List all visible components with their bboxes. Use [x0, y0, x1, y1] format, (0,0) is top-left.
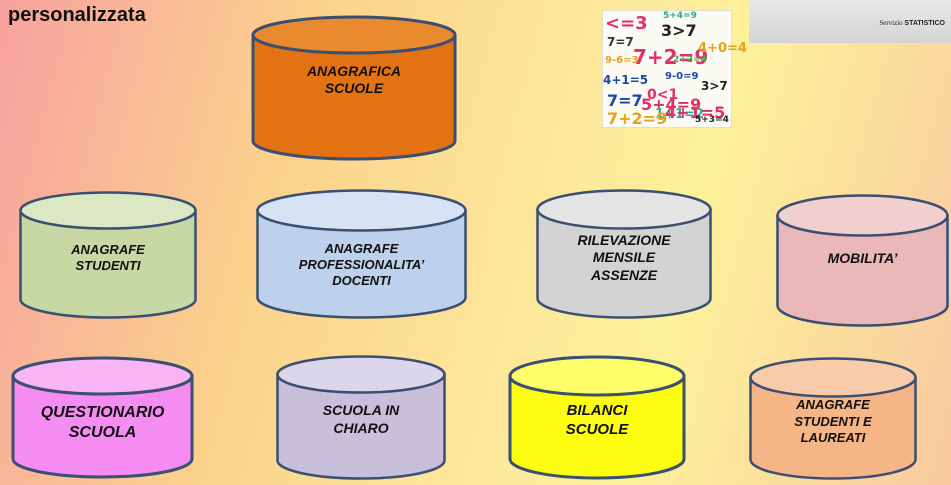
cylinder-body [749, 376, 917, 480]
cylinder-shape [11, 356, 194, 479]
cylinder-top [776, 194, 949, 237]
service-logo: Servizio STATISTICO [749, 0, 951, 43]
math-expression: 4+1=5 [665, 103, 726, 122]
cylinder-body [508, 374, 686, 480]
math-expression: 3>7 [701, 79, 728, 93]
cylinder-top [536, 189, 712, 230]
database-label-line: STUDENTI [75, 258, 141, 274]
database-label-line: PROFESSIONALITA’ [298, 257, 425, 273]
math-expression: 7=7 [607, 35, 634, 49]
database-mobilita: MOBILITA’ [775, 193, 950, 328]
logo-prefix: Servizio [879, 19, 903, 27]
math-expression: 5+4=9 [641, 95, 702, 114]
database-label-line: MOBILITA’ [827, 249, 898, 266]
cylinder-shape [276, 355, 446, 480]
cylinder-body [256, 209, 467, 319]
math-expression: <=3 [605, 13, 648, 34]
database-label-line: SCUOLA IN [322, 402, 400, 419]
database-label-line: MENSILE [592, 249, 656, 266]
math-expression: 2+2=4 [673, 55, 707, 65]
database-questionario-scuola: QUESTIONARIO SCUOLA [10, 355, 195, 480]
cylinder-shape [776, 194, 949, 327]
logo-name: STATISTICO [904, 20, 945, 27]
logo-text: Servizio STATISTICO [879, 19, 945, 27]
math-expression: 7+2=9 [607, 109, 668, 128]
database-label-line: SCUOLA [68, 423, 137, 441]
math-expression: 7+2=9 [633, 45, 709, 69]
math-expression: 4+0=4 [698, 41, 747, 56]
database-label-line: SCUOLE [324, 80, 384, 97]
cylinder-top [749, 357, 917, 398]
math-expression: 3>7 [661, 21, 697, 40]
math-expression: 4+1=5 [603, 73, 649, 87]
math-expression: 9-0=9 [665, 71, 699, 82]
cylinder-body [776, 214, 949, 327]
math-expression: 0<1 [647, 87, 679, 103]
math-expression: 1+1=2 [655, 107, 704, 122]
cylinder-top [508, 355, 686, 397]
cylinder-shape [256, 189, 467, 319]
cylinder-top [19, 191, 197, 230]
database-label-line: BILANCI [566, 402, 628, 420]
database-label-line: ASSENZE [590, 266, 658, 283]
math-expression: 7=7 [607, 91, 643, 110]
database-label-line: CHIARO [333, 419, 389, 436]
cylinder-body [11, 374, 194, 479]
database-label-line: STUDENTI E [794, 413, 872, 429]
math-expression: 9-6=3 [605, 55, 639, 66]
cylinder-shape [508, 355, 686, 480]
database-label-line: ANAGRAFICA [306, 62, 402, 79]
cylinder-shape [536, 189, 712, 319]
cylinder-shape [251, 15, 457, 161]
database-label-line: QUESTIONARIO [40, 403, 165, 421]
math-expression: 5+4=9 [663, 11, 697, 21]
cylinder-body [251, 33, 457, 161]
database-label-line: DOCENTI [332, 273, 391, 289]
cylinder-body [19, 209, 197, 319]
database-label: QUESTIONARIO SCUOLA [10, 403, 195, 443]
database-label-line: LAUREATI [800, 429, 866, 445]
database-label-line: ANAGRAFE [324, 240, 399, 256]
page-title: personalizzata [8, 4, 146, 26]
database-label-line: ANAGRAFE [796, 397, 870, 413]
cylinder-top [11, 356, 194, 396]
cylinder-body [536, 208, 712, 319]
math-expression: 5+3=4 [695, 115, 729, 125]
database-label-line: ANAGRAFE [71, 242, 145, 257]
cylinder-shape [19, 191, 197, 319]
cylinder-shape [749, 357, 917, 480]
cylinder-top [256, 189, 467, 232]
cylinder-body [276, 373, 446, 480]
database-label-line: RILEVAZIONE [577, 231, 671, 248]
database-label: MOBILITA’ [775, 250, 950, 268]
cylinder-top [276, 355, 446, 394]
database-label-line: SCUOLE [565, 421, 629, 438]
cylinder-top [251, 15, 457, 55]
